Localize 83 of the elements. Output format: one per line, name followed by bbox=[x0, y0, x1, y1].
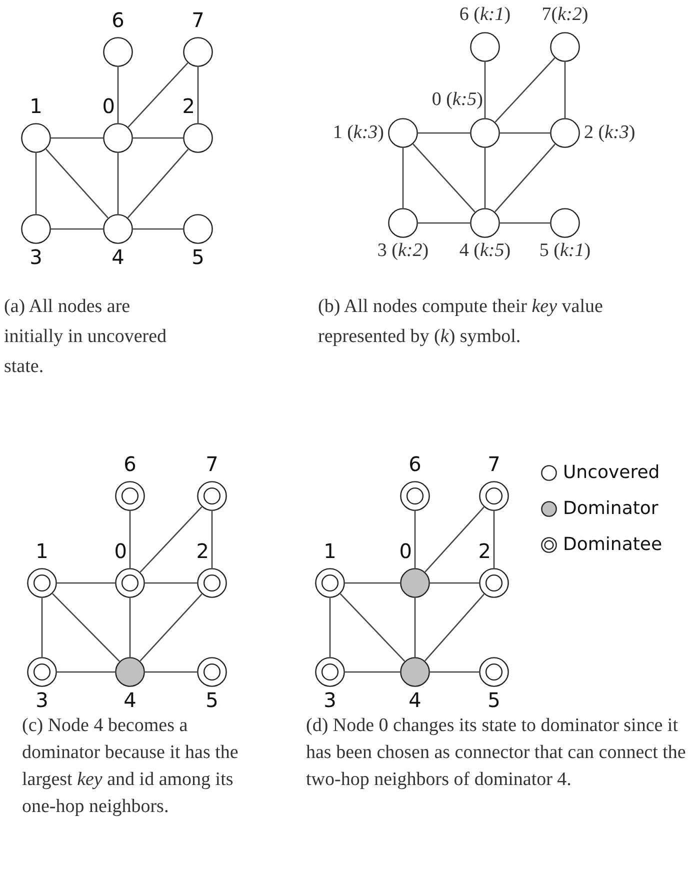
caption: (a) All nodes are initially in uncovered state. bbox=[4, 295, 168, 379]
node-label: 1 bbox=[30, 95, 42, 117]
edge-line bbox=[345, 582, 400, 584]
edge-line bbox=[145, 582, 197, 584]
edge-line bbox=[414, 598, 416, 657]
node-label: 4 bbox=[124, 689, 136, 711]
node-label: 0 (k:5) bbox=[432, 89, 483, 111]
edge-line bbox=[424, 506, 484, 572]
legend-label: Dominator bbox=[563, 498, 658, 519]
node-label: 2 bbox=[182, 95, 195, 117]
edge-line bbox=[414, 511, 416, 568]
node-label: 3 bbox=[324, 689, 336, 711]
edge-line bbox=[51, 137, 103, 139]
edge-line bbox=[430, 671, 479, 673]
node-label: 5 (k:1) bbox=[539, 240, 591, 262]
edge-line bbox=[430, 582, 479, 584]
edge-line bbox=[211, 511, 213, 568]
edge-line bbox=[494, 144, 556, 212]
node-label: 2 bbox=[196, 540, 209, 562]
edge-line bbox=[128, 62, 188, 128]
node-label: 3 (k:2) bbox=[377, 240, 429, 262]
edge-line bbox=[564, 62, 566, 118]
edge-line bbox=[484, 148, 486, 208]
node-label: 6 (k:1) bbox=[459, 4, 511, 26]
node-label: 4 (k:5) bbox=[459, 240, 511, 262]
edge-line bbox=[493, 511, 495, 568]
node-label: 5 bbox=[192, 246, 204, 268]
node-label: 3 bbox=[30, 246, 42, 268]
node-label: 1 bbox=[324, 540, 336, 562]
edge-line bbox=[129, 598, 131, 657]
edge-line bbox=[329, 598, 331, 657]
node-label: 3 bbox=[36, 689, 48, 711]
node-label: 6 bbox=[124, 453, 136, 475]
edge-line bbox=[127, 148, 189, 218]
edge-line bbox=[57, 671, 115, 673]
edge-line bbox=[140, 506, 202, 573]
edge-line bbox=[133, 137, 183, 139]
node-label: 5 bbox=[488, 689, 500, 711]
node-label: 6 bbox=[112, 9, 124, 31]
edge-line bbox=[41, 598, 43, 657]
node-label: 5 bbox=[206, 689, 218, 711]
node-label: 6 bbox=[408, 453, 422, 475]
edge-line bbox=[500, 222, 550, 224]
edge-line bbox=[52, 593, 120, 662]
edge-line bbox=[340, 593, 406, 662]
edge-line bbox=[424, 594, 485, 662]
node-label: 1 bbox=[36, 540, 48, 562]
node-label: 0 bbox=[399, 540, 412, 562]
node-label: 4 bbox=[408, 689, 422, 711]
edge-line bbox=[129, 511, 131, 568]
edge-line bbox=[402, 148, 404, 208]
node-label: 0 bbox=[114, 540, 127, 562]
caption: (c) Node 4 becomes a dominator because it has the largest key and id among its one-hop neighbors. bbox=[22, 714, 240, 819]
node-label: 7 bbox=[488, 453, 500, 475]
edge-line bbox=[117, 153, 119, 214]
caption: (d) Node 0 changes its state to dominator since it has been chosen as connector that can connect the two-hop neighbors of dominator 4. bbox=[306, 714, 687, 792]
edge-line bbox=[412, 144, 476, 212]
node-label: 0 bbox=[102, 95, 115, 117]
node-label: 7 bbox=[206, 453, 218, 475]
legend-label: Dominatee bbox=[563, 534, 662, 555]
edge-line bbox=[57, 582, 115, 584]
edge-line bbox=[197, 67, 199, 123]
node-label: 1 (k:3) bbox=[332, 122, 384, 144]
legend-label: Uncovered bbox=[563, 462, 660, 483]
edge-line bbox=[140, 594, 202, 662]
edge-line bbox=[500, 132, 550, 134]
edge-line bbox=[51, 228, 103, 230]
edge-line bbox=[145, 671, 197, 673]
edge-line bbox=[484, 62, 486, 118]
edge-line bbox=[133, 228, 183, 230]
edge-line bbox=[418, 222, 470, 224]
node-label: 7(k:2) bbox=[542, 4, 588, 26]
edge-line bbox=[35, 153, 37, 214]
node-label: 4 bbox=[112, 246, 124, 268]
caption: (b) All nodes compute their key value represented by (k) symbol. bbox=[318, 295, 604, 349]
node-label: 2 bbox=[478, 540, 491, 562]
edge-line bbox=[117, 67, 119, 123]
edge-line bbox=[46, 148, 108, 218]
node-label: 2 (k:3) bbox=[584, 122, 636, 144]
edge-line bbox=[494, 58, 556, 122]
node-label: 7 bbox=[192, 9, 204, 31]
edge-line bbox=[418, 132, 470, 134]
edge-line bbox=[345, 671, 400, 673]
